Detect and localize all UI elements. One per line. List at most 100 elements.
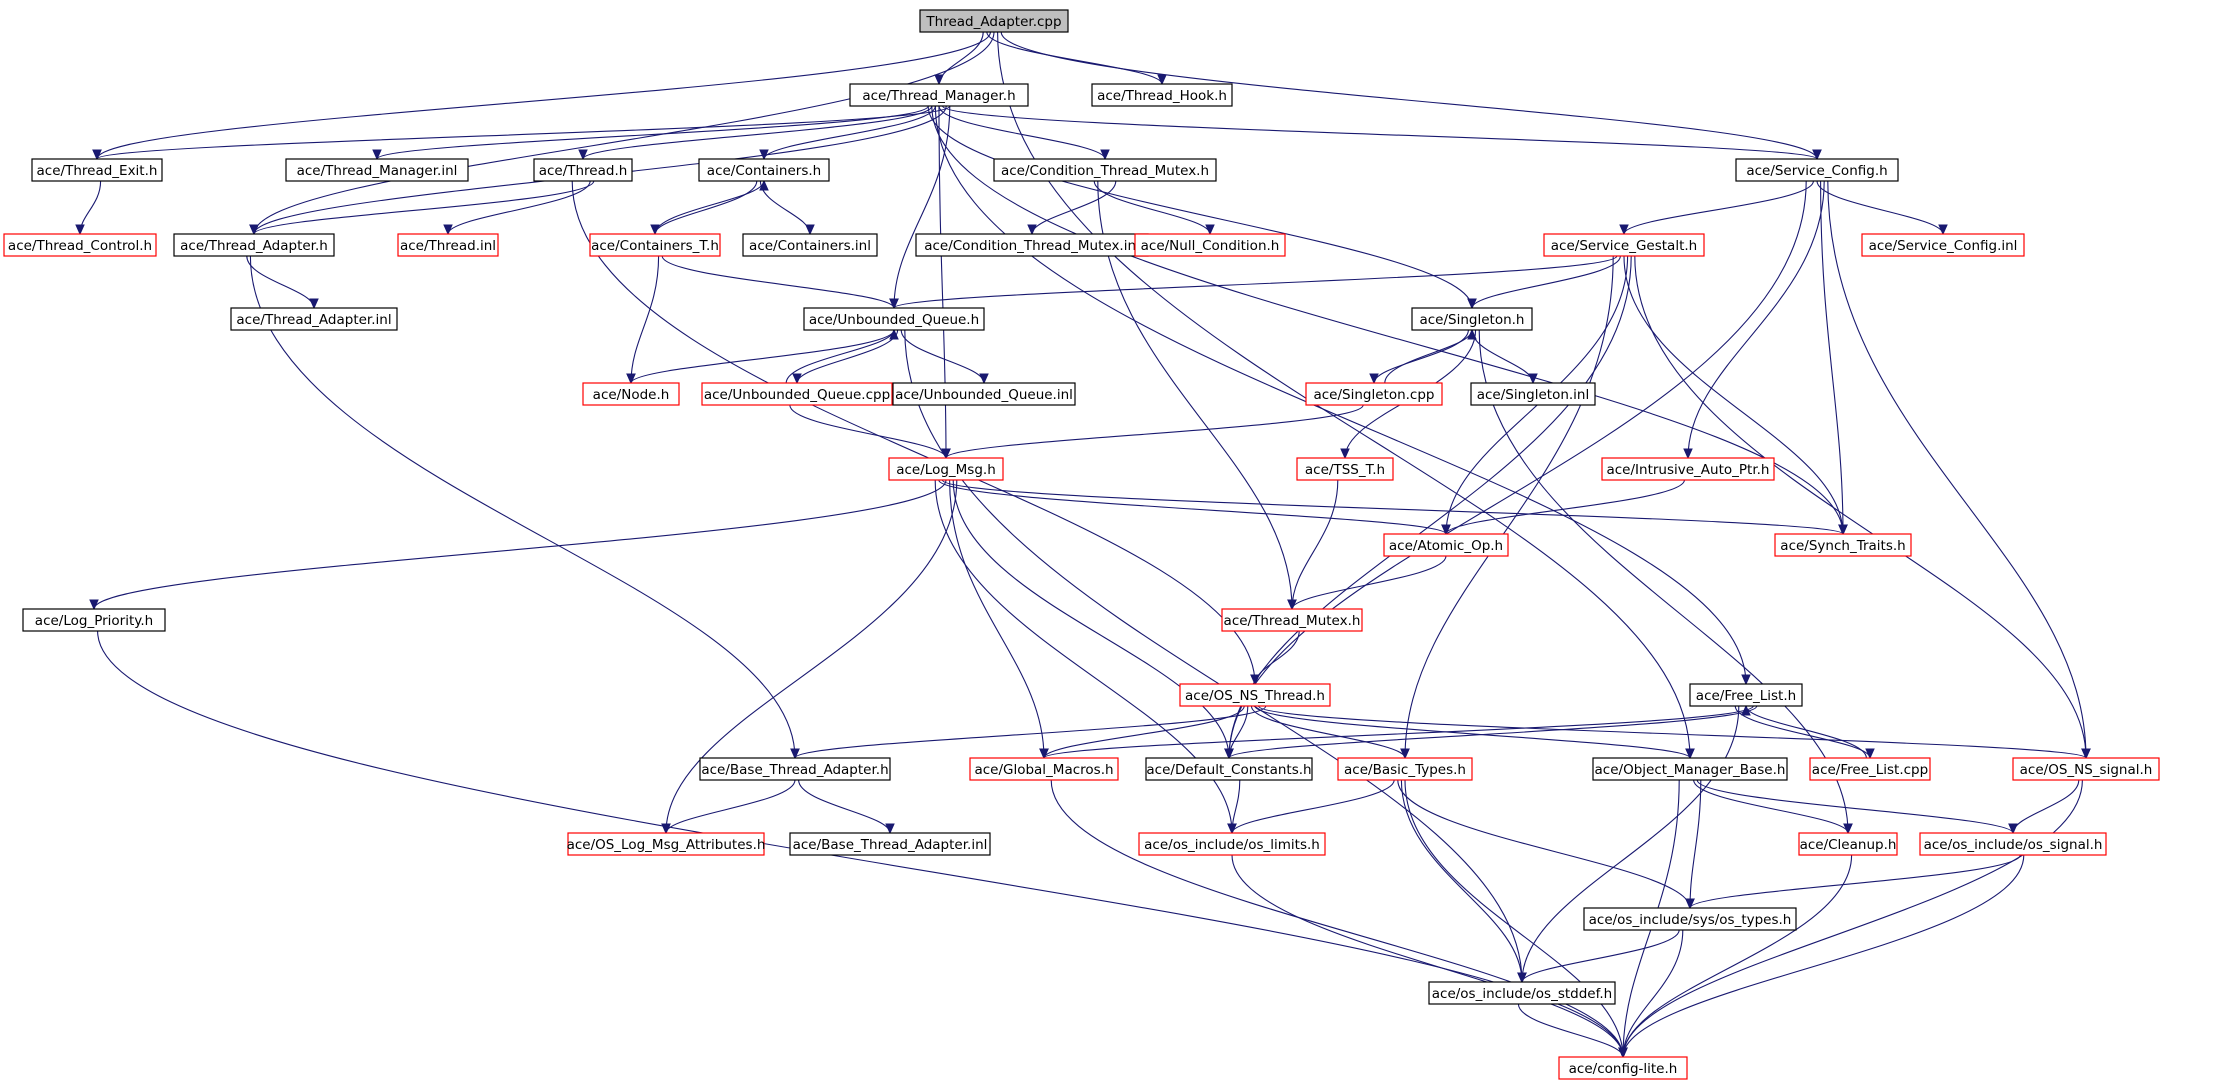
node-os-include-sys-os-types-h[interactable]: ace/os_include/sys/os_types.h bbox=[1583, 907, 1797, 931]
node-box[interactable] bbox=[699, 757, 891, 781]
node-box[interactable] bbox=[701, 382, 893, 406]
node-os-include-os-limits-h[interactable]: ace/os_include/os_limits.h bbox=[1138, 832, 1326, 856]
node-box[interactable] bbox=[567, 832, 765, 856]
node-base-thread-adapter-inl[interactable]: ace/Base_Thread_Adapter.inl bbox=[789, 832, 991, 856]
node-box[interactable] bbox=[533, 158, 633, 182]
node-containers-inl[interactable]: ace/Containers.inl bbox=[742, 233, 878, 257]
node-box[interactable] bbox=[1798, 832, 1898, 856]
node-log-priority-h[interactable]: ace/Log_Priority.h bbox=[22, 608, 166, 632]
node-null-condition-h[interactable]: ace/Null_Condition.h bbox=[1134, 233, 1286, 257]
node-os-log-msg-attributes-h[interactable]: ace/OS_Log_Msg_Attributes.h bbox=[567, 832, 766, 856]
node-box[interactable] bbox=[1138, 832, 1326, 856]
node-thread-control-h[interactable]: ace/Thread_Control.h bbox=[3, 233, 157, 257]
node-object-manager-base-h[interactable]: ace/Object_Manager_Base.h bbox=[1592, 757, 1788, 781]
node-box[interactable] bbox=[1383, 533, 1509, 557]
node-base-thread-adapter-h[interactable]: ace/Base_Thread_Adapter.h bbox=[699, 757, 891, 781]
node-box[interactable] bbox=[993, 158, 1217, 182]
node-box[interactable] bbox=[1861, 233, 2025, 257]
node-thread-adapter-cpp[interactable]: Thread_Adapter.cpp bbox=[919, 9, 1069, 33]
edge-os-ns-signal-h-to-config-lite-h bbox=[1622, 779, 2083, 1058]
node-condition-thread-mutex-inl[interactable]: ace/Condition_Thread_Mutex.inl bbox=[915, 233, 1149, 257]
node-thread-hook-h[interactable]: ace/Thread_Hook.h bbox=[1091, 83, 1233, 107]
node-box[interactable] bbox=[1689, 683, 1803, 707]
node-log-msg-h[interactable]: ace/Log_Msg.h bbox=[888, 457, 1004, 481]
node-singleton-h[interactable]: ace/Singleton.h bbox=[1411, 307, 1533, 331]
node-box[interactable] bbox=[1337, 757, 1473, 781]
node-box[interactable] bbox=[969, 757, 1119, 781]
node-service-gestalt-h[interactable]: ace/Service_Gestalt.h bbox=[1543, 233, 1705, 257]
node-box[interactable] bbox=[698, 158, 830, 182]
node-box[interactable] bbox=[1221, 608, 1363, 632]
node-box[interactable] bbox=[1583, 907, 1797, 931]
node-box[interactable] bbox=[1145, 757, 1313, 781]
node-box[interactable] bbox=[892, 382, 1076, 406]
node-box[interactable] bbox=[888, 457, 1004, 481]
node-intrusive-auto-ptr-h[interactable]: ace/Intrusive_Auto_Ptr.h bbox=[1601, 457, 1775, 481]
node-box[interactable] bbox=[742, 233, 878, 257]
node-box[interactable] bbox=[919, 9, 1069, 33]
node-box[interactable] bbox=[1428, 981, 1616, 1005]
node-unbounded-queue-inl[interactable]: ace/Unbounded_Queue.inl bbox=[892, 382, 1076, 406]
node-box[interactable] bbox=[1305, 382, 1443, 406]
node-thread-adapter-inl[interactable]: ace/Thread_Adapter.inl bbox=[230, 307, 398, 331]
node-box[interactable] bbox=[1091, 83, 1233, 107]
node-containers-h[interactable]: ace/Containers.h bbox=[698, 158, 830, 182]
node-thread-adapter-h[interactable]: ace/Thread_Adapter.h bbox=[173, 233, 335, 257]
node-box[interactable] bbox=[1735, 158, 1899, 182]
node-os-ns-thread-h[interactable]: ace/OS_NS_Thread.h bbox=[1179, 683, 1331, 707]
node-box[interactable] bbox=[1543, 233, 1705, 257]
node-box[interactable] bbox=[1809, 757, 1931, 781]
node-free-list-cpp[interactable]: ace/Free_List.cpp bbox=[1809, 757, 1931, 781]
node-thread-inl[interactable]: ace/Thread.inl bbox=[397, 233, 499, 257]
node-thread-h[interactable]: ace/Thread.h bbox=[533, 158, 633, 182]
node-box[interactable] bbox=[173, 233, 335, 257]
node-atomic-op-h[interactable]: ace/Atomic_Op.h bbox=[1383, 533, 1509, 557]
node-box[interactable] bbox=[849, 83, 1029, 107]
node-node-h[interactable]: ace/Node.h bbox=[582, 382, 680, 406]
node-singleton-cpp[interactable]: ace/Singleton.cpp bbox=[1305, 382, 1443, 406]
node-box[interactable] bbox=[3, 233, 157, 257]
node-global-macros-h[interactable]: ace/Global_Macros.h bbox=[969, 757, 1119, 781]
node-box[interactable] bbox=[1558, 1056, 1688, 1080]
node-box[interactable] bbox=[2012, 757, 2160, 781]
node-singleton-inl[interactable]: ace/Singleton.inl bbox=[1470, 382, 1596, 406]
node-box[interactable] bbox=[285, 158, 469, 182]
node-basic-types-h[interactable]: ace/Basic_Types.h bbox=[1337, 757, 1473, 781]
node-config-lite-h[interactable]: ace/config-lite.h bbox=[1558, 1056, 1688, 1080]
node-synch-traits-h[interactable]: ace/Synch_Traits.h bbox=[1774, 533, 1912, 557]
node-os-include-os-signal-h[interactable]: ace/os_include/os_signal.h bbox=[1919, 832, 2107, 856]
node-box[interactable] bbox=[1774, 533, 1912, 557]
node-service-config-inl[interactable]: ace/Service_Config.inl bbox=[1861, 233, 2025, 257]
node-thread-mutex-h[interactable]: ace/Thread_Mutex.h bbox=[1221, 608, 1363, 632]
node-box[interactable] bbox=[1601, 457, 1775, 481]
node-box[interactable] bbox=[397, 233, 499, 257]
node-box[interactable] bbox=[22, 608, 166, 632]
node-tss-t-h[interactable]: ace/TSS_T.h bbox=[1296, 457, 1394, 481]
node-box[interactable] bbox=[789, 832, 991, 856]
node-condition-thread-mutex-h[interactable]: ace/Condition_Thread_Mutex.h bbox=[993, 158, 1217, 182]
node-box[interactable] bbox=[1592, 757, 1788, 781]
node-thread-exit-h[interactable]: ace/Thread_Exit.h bbox=[31, 158, 163, 182]
node-service-config-h[interactable]: ace/Service_Config.h bbox=[1735, 158, 1899, 182]
node-box[interactable] bbox=[1470, 382, 1596, 406]
node-box[interactable] bbox=[230, 307, 398, 331]
node-box[interactable] bbox=[1919, 832, 2107, 856]
node-box[interactable] bbox=[1134, 233, 1286, 257]
node-box[interactable] bbox=[1411, 307, 1533, 331]
node-thread-manager-h[interactable]: ace/Thread_Manager.h bbox=[849, 83, 1029, 107]
node-os-ns-signal-h[interactable]: ace/OS_NS_signal.h bbox=[2012, 757, 2160, 781]
node-box[interactable] bbox=[1179, 683, 1331, 707]
node-default-constants-h[interactable]: ace/Default_Constants.h bbox=[1145, 757, 1313, 781]
node-box[interactable] bbox=[582, 382, 680, 406]
node-unbounded-queue-cpp[interactable]: ace/Unbounded_Queue.cpp bbox=[701, 382, 893, 406]
node-cleanup-h[interactable]: ace/Cleanup.h bbox=[1798, 832, 1898, 856]
node-containers-t-h[interactable]: ace/Containers_T.h bbox=[589, 233, 721, 257]
node-unbounded-queue-h[interactable]: ace/Unbounded_Queue.h bbox=[803, 307, 985, 331]
node-thread-manager-inl[interactable]: ace/Thread_Manager.inl bbox=[285, 158, 469, 182]
node-box[interactable] bbox=[1296, 457, 1394, 481]
node-box[interactable] bbox=[803, 307, 985, 331]
node-box[interactable] bbox=[31, 158, 163, 182]
node-free-list-h[interactable]: ace/Free_List.h bbox=[1689, 683, 1803, 707]
node-box[interactable] bbox=[589, 233, 721, 257]
node-os-include-os-stddef-h[interactable]: ace/os_include/os_stddef.h bbox=[1428, 981, 1616, 1005]
